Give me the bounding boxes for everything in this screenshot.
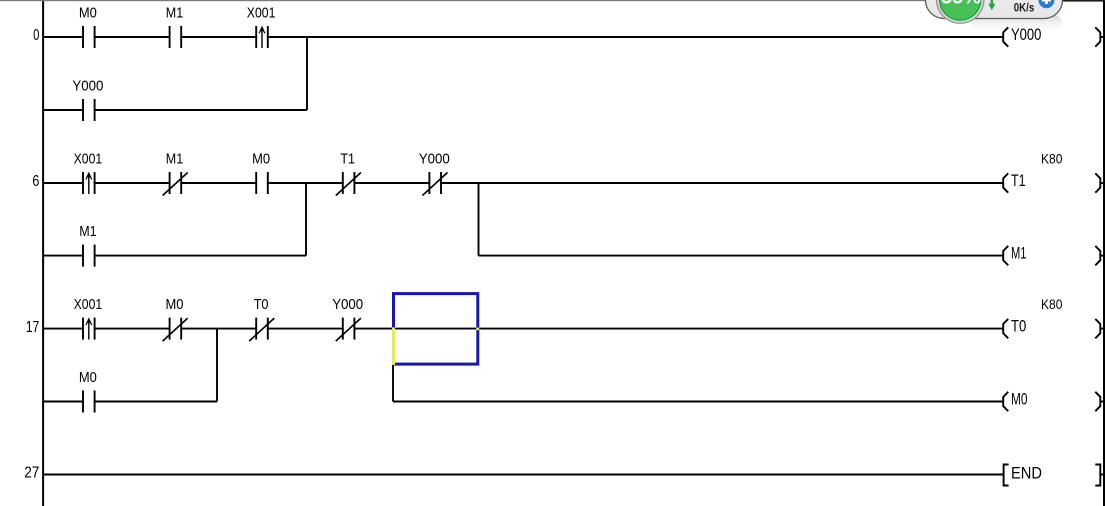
svg-text:T0: T0 [254, 296, 269, 313]
svg-text:0K/s: 0K/s [1014, 1, 1035, 15]
svg-text:6: 6 [32, 173, 39, 190]
svg-text:M0: M0 [252, 151, 270, 168]
svg-text:K80: K80 [1041, 150, 1063, 166]
svg-text:X001: X001 [74, 151, 103, 168]
svg-text:K80: K80 [1041, 296, 1063, 312]
svg-text:X001: X001 [74, 296, 103, 313]
svg-text:17: 17 [26, 319, 40, 336]
svg-text:M0: M0 [166, 296, 184, 313]
svg-text:0: 0 [33, 27, 39, 44]
svg-text:M1: M1 [1011, 243, 1027, 262]
svg-text:M1: M1 [166, 5, 183, 22]
svg-text:T1: T1 [340, 151, 355, 168]
svg-text:Y000: Y000 [72, 78, 103, 95]
svg-text:35%: 35% [941, 0, 981, 9]
svg-text:M0: M0 [1011, 389, 1028, 408]
svg-text:M1: M1 [79, 223, 96, 240]
svg-text:Y000: Y000 [419, 151, 450, 168]
svg-text:END: END [1011, 464, 1042, 483]
svg-text:M1: M1 [166, 151, 183, 168]
svg-text:X001: X001 [247, 5, 276, 22]
svg-text:M0: M0 [79, 5, 97, 22]
svg-text:27: 27 [24, 465, 39, 482]
svg-text:T0: T0 [1011, 316, 1026, 335]
svg-text:Y000: Y000 [332, 296, 363, 313]
svg-text:M0: M0 [79, 369, 97, 386]
svg-text:T1: T1 [1011, 171, 1026, 190]
